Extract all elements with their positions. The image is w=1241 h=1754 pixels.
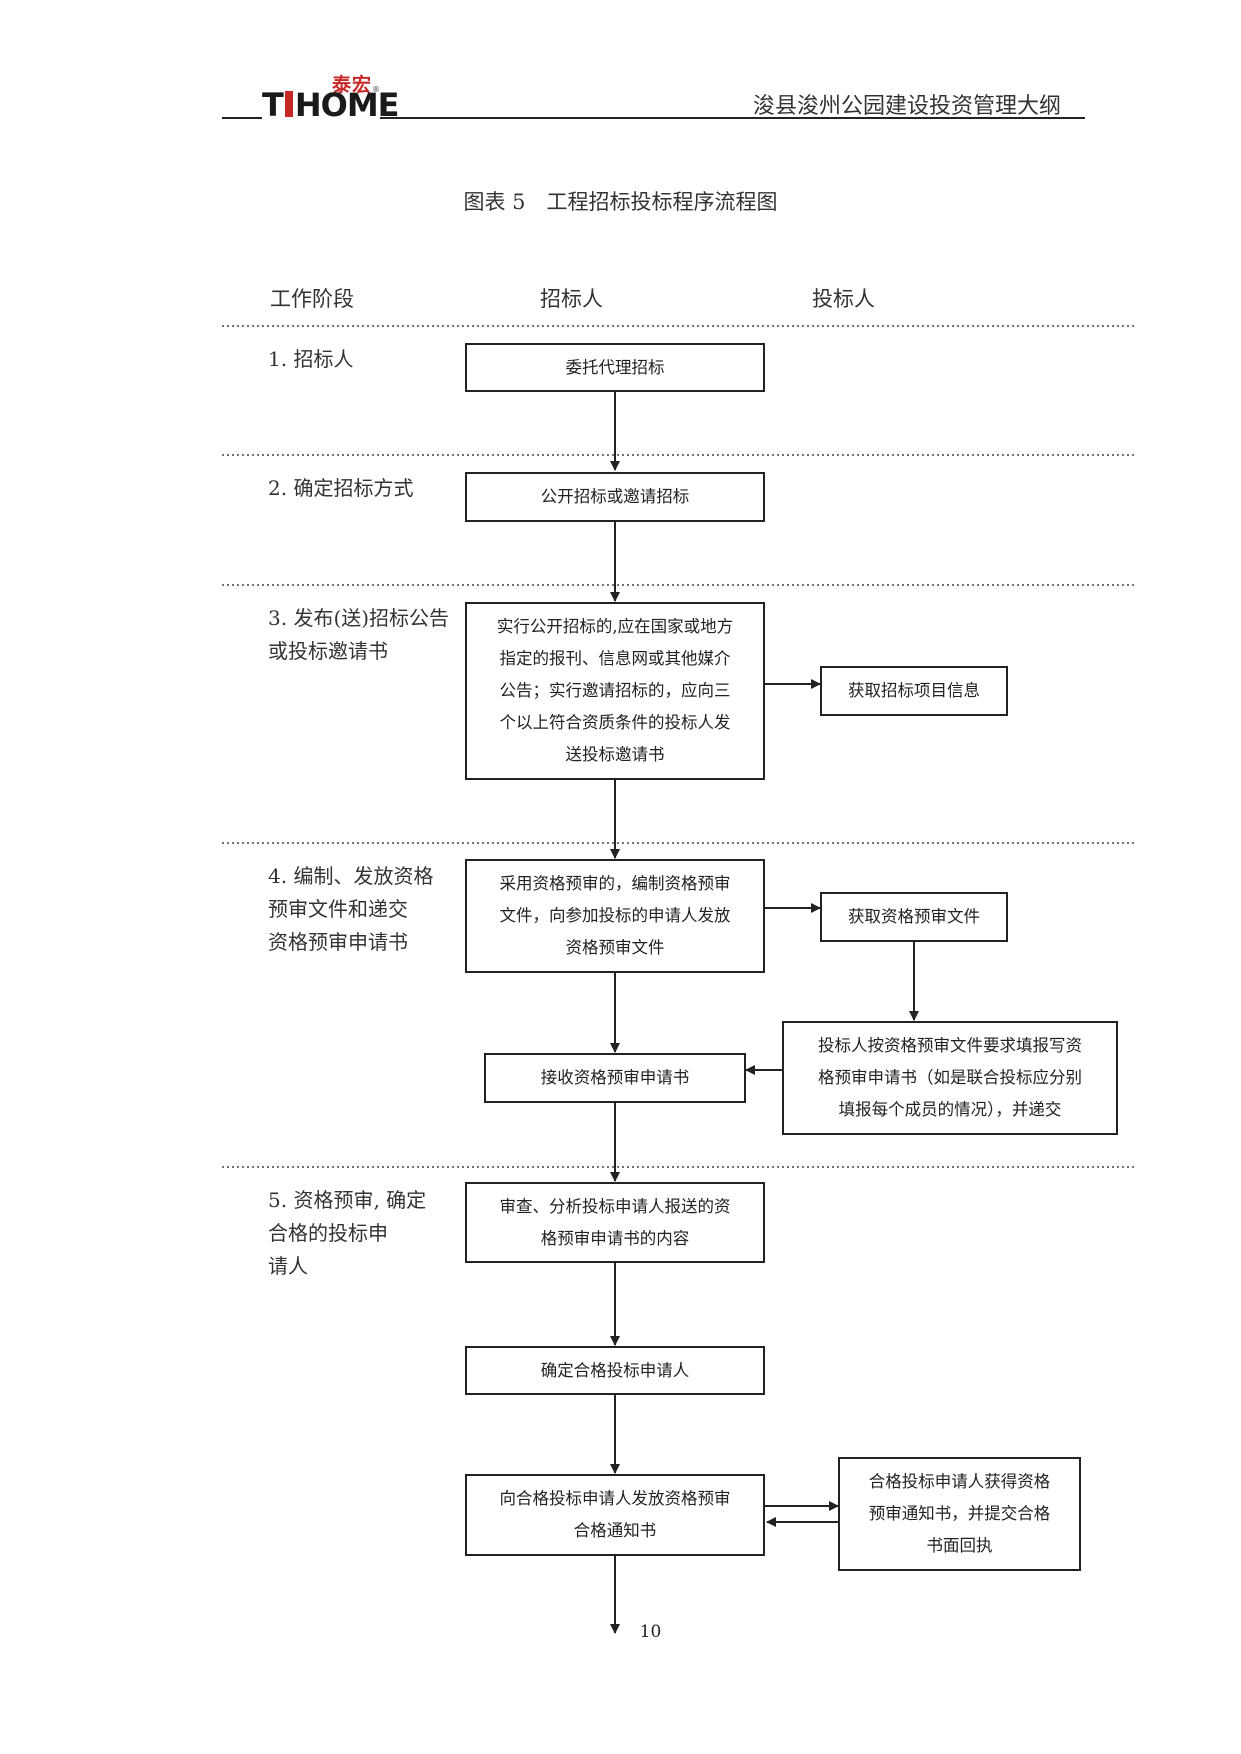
stage-label-5: 5. 资格预审, 确定 合格的投标申 请人 bbox=[268, 1188, 427, 1278]
node-review: 审查、分析投标申请人报送的资 格预审申请书的内容 bbox=[465, 1182, 765, 1263]
logo-building-icon bbox=[284, 91, 293, 117]
node-prequal-docs-text: 采用资格预审的，编制资格预审 文件，向参加投标的申请人发放 资格预审文件 bbox=[499, 874, 731, 957]
registered-mark-icon: ® bbox=[372, 85, 380, 94]
node-publish: 实行公开招标的,应在国家或地方 指定的报刊、信息网或其他媒介 公告；实行邀请招标… bbox=[465, 602, 765, 780]
node-entrust: 委托代理招标 bbox=[465, 343, 765, 392]
node-notify-text: 向合格投标申请人发放资格预审 合格通知书 bbox=[499, 1489, 731, 1540]
node-receive-application: 接收资格预审申请书 bbox=[484, 1053, 746, 1103]
page-number: 10 bbox=[639, 1622, 662, 1642]
stage-label-4: 4. 编制、发放资格 预审文件和递交 资格预审申请书 bbox=[268, 864, 434, 954]
logo-chinese: 泰宏 bbox=[332, 74, 373, 96]
node-method-text: 公开招标或邀请招标 bbox=[540, 487, 690, 506]
document-title: 浚县浚州公园建设投资管理大纲 bbox=[752, 94, 1061, 119]
node-get-info: 获取招标项目信息 bbox=[820, 666, 1008, 716]
node-receipt: 合格投标申请人获得资格 预审通知书，并提交合格 书面回执 bbox=[838, 1457, 1081, 1571]
column-header-stage: 工作阶段 bbox=[270, 287, 354, 311]
node-entrust-text: 委托代理招标 bbox=[565, 357, 665, 377]
node-review-text: 审查、分析投标申请人报送的资 格预审申请书的内容 bbox=[499, 1196, 731, 1248]
column-header-tenderer: 招标人 bbox=[540, 287, 603, 311]
node-publish-text: 实行公开招标的,应在国家或地方 指定的报刊、信息网或其他媒介 公告；实行邀请招标… bbox=[496, 617, 734, 764]
column-header-bidder: 投标人 bbox=[812, 287, 875, 311]
figure-caption: 图表 5 工程招标投标程序流程图 bbox=[463, 190, 778, 214]
node-fill-application-text: 投标人按资格预审文件要求填报写资 格预审申请书（如是联合投标应分别 填报每个成员… bbox=[818, 1036, 1082, 1119]
stage-label-2: 2. 确定招标方式 bbox=[268, 476, 414, 500]
node-notify: 向合格投标申请人发放资格预审 合格通知书 bbox=[465, 1474, 765, 1556]
stage-label-3: 3. 发布(送)招标公告 或投标邀请书 bbox=[268, 606, 450, 663]
node-method: 公开招标或邀请招标 bbox=[465, 472, 765, 522]
node-confirm: 确定合格投标申请人 bbox=[465, 1346, 765, 1395]
node-get-prequal-text: 获取资格预审文件 bbox=[848, 907, 980, 926]
stage-label-1: 1. 招标人 bbox=[268, 347, 354, 371]
node-receive-application-text: 接收资格预审申请书 bbox=[540, 1068, 690, 1087]
node-confirm-text: 确定合格投标申请人 bbox=[540, 1360, 690, 1380]
logo-letter-t: T bbox=[262, 86, 284, 124]
node-receipt-text: 合格投标申请人获得资格 预审通知书，并提交合格 书面回执 bbox=[868, 1472, 1051, 1555]
node-get-prequal: 获取资格预审文件 bbox=[820, 892, 1008, 942]
node-prequal-docs: 采用资格预审的，编制资格预审 文件，向参加投标的申请人发放 资格预审文件 bbox=[465, 859, 765, 973]
node-get-info-text: 获取招标项目信息 bbox=[848, 681, 980, 700]
node-fill-application: 投标人按资格预审文件要求填报写资 格预审申请书（如是联合投标应分别 填报每个成员… bbox=[782, 1021, 1118, 1135]
